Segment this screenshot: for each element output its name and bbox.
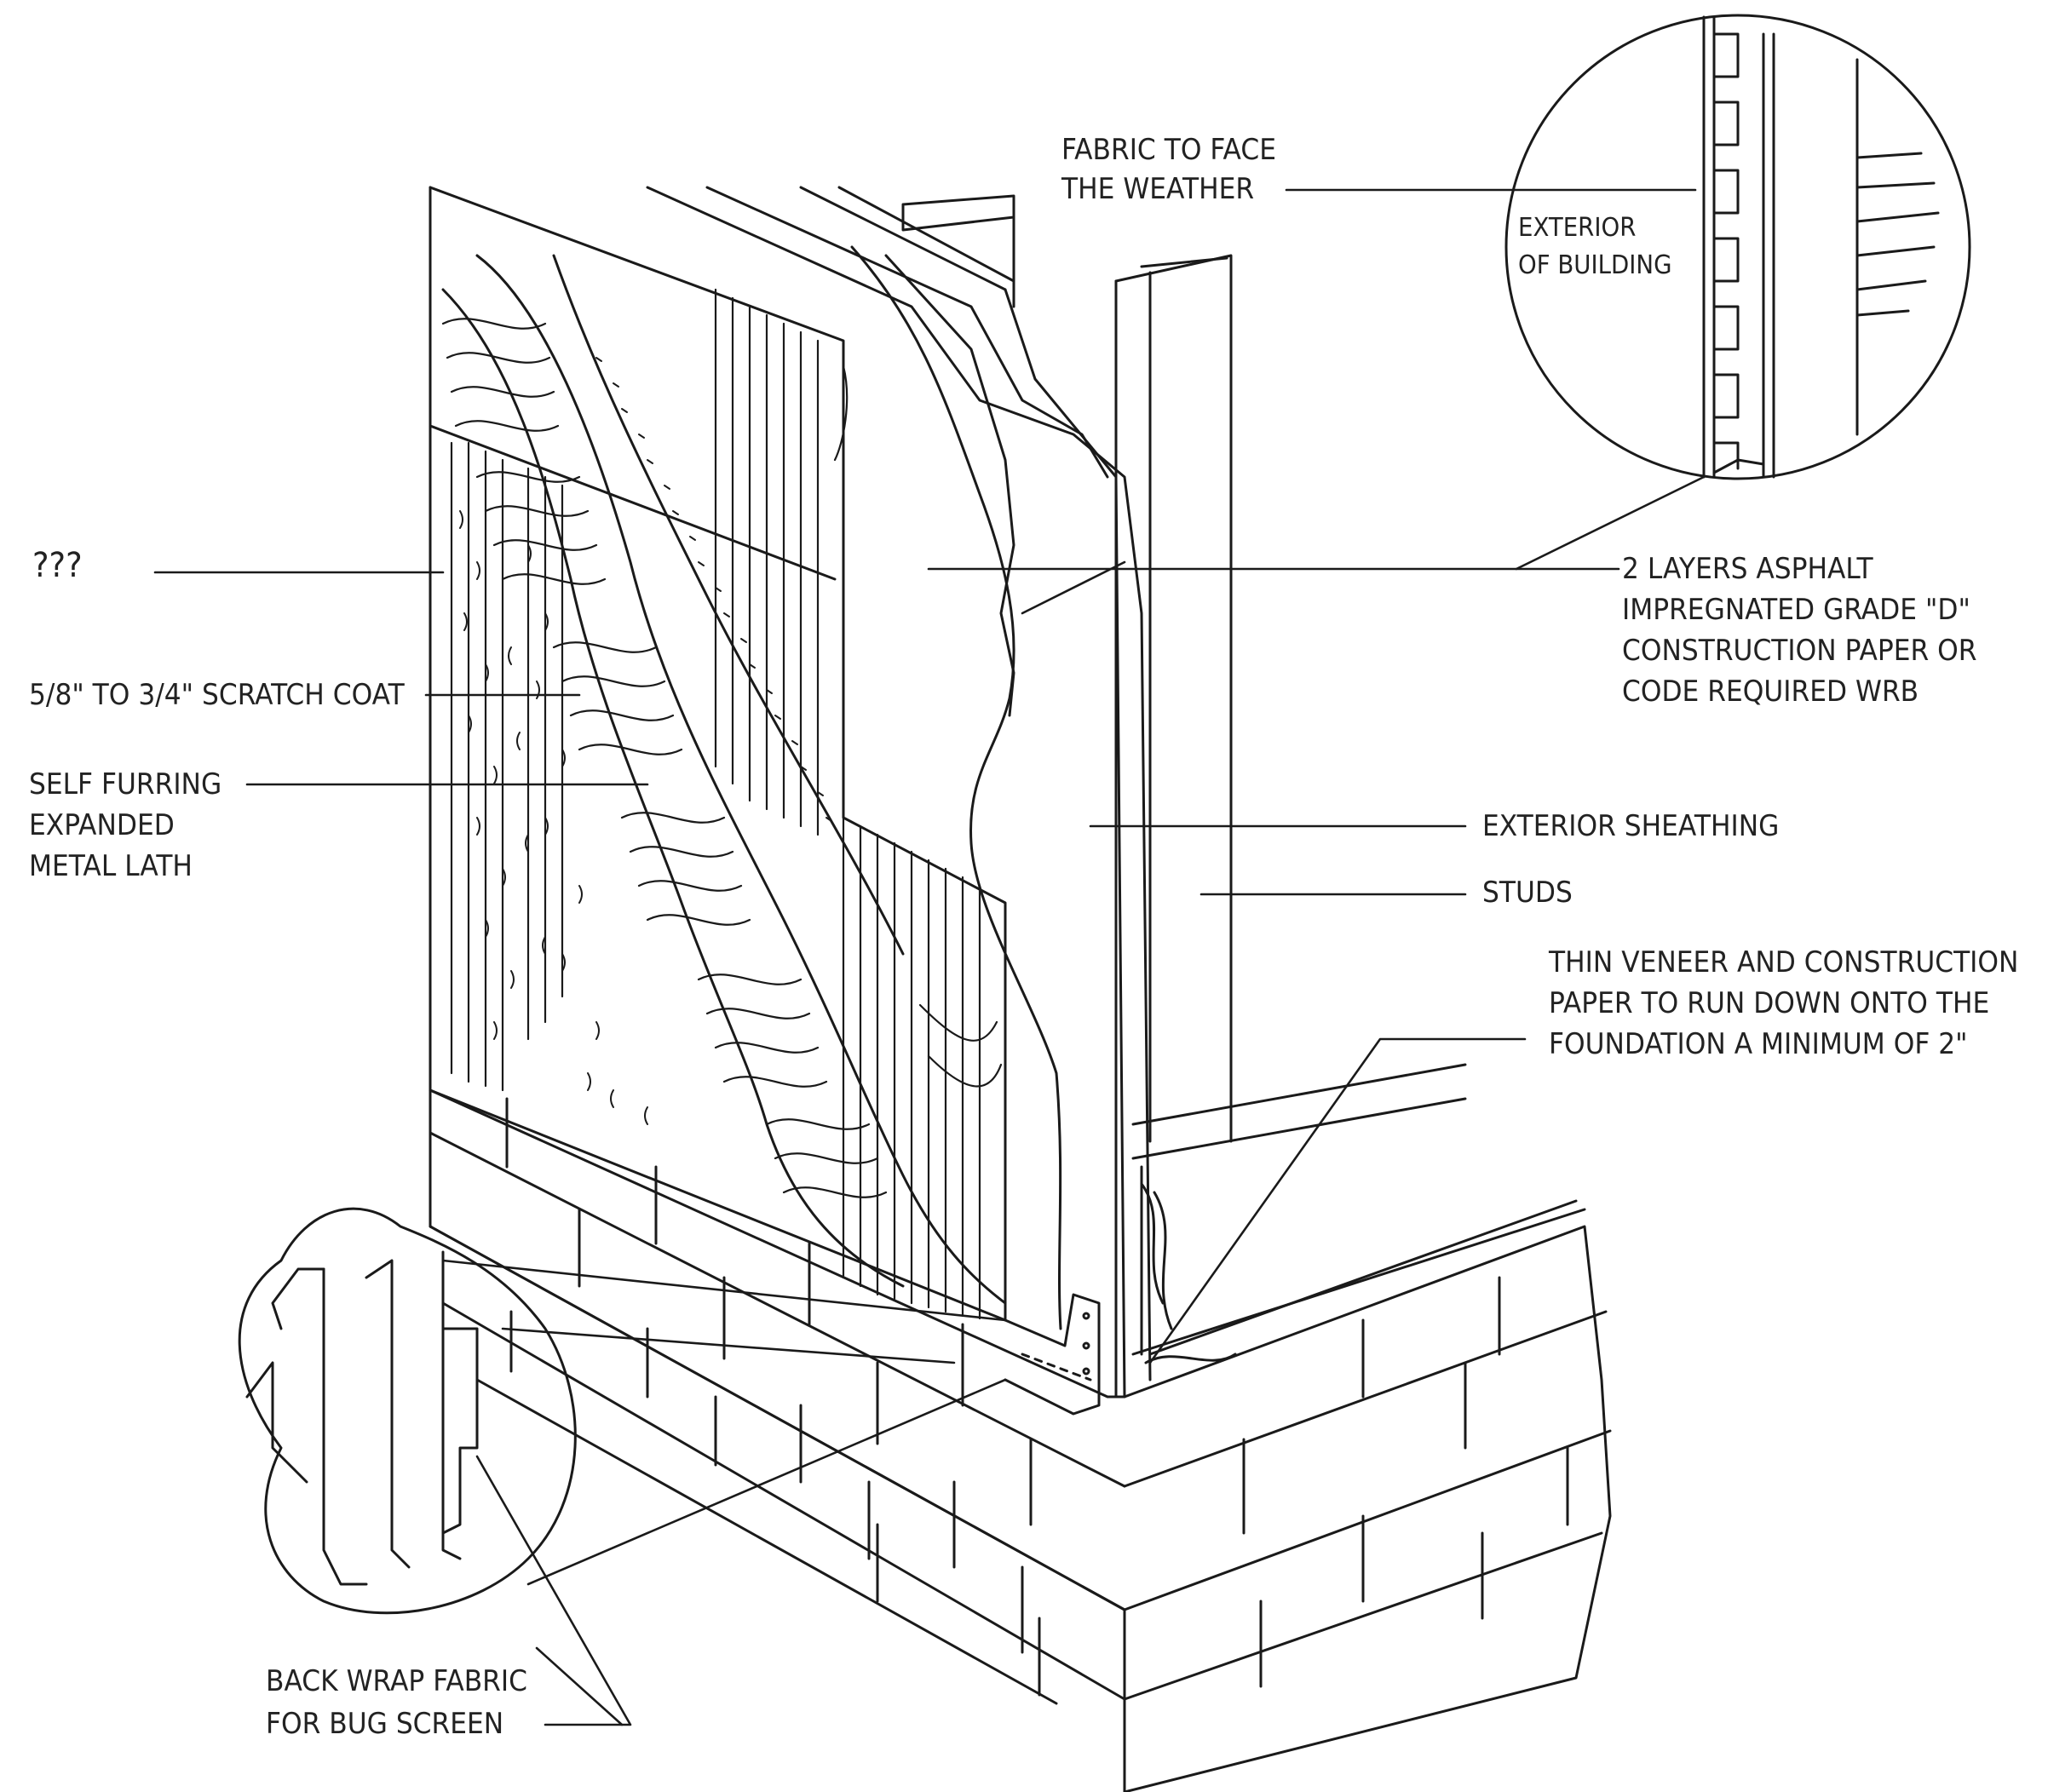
label-fabric-line2: THE WEATHER — [1061, 172, 1255, 206]
label-backwrap-line1: BACK WRAP FABRIC — [266, 1664, 527, 1698]
scratch-coat-stipple — [459, 357, 832, 1125]
label-scratch-coat: 5/8" TO 3/4" SCRATCH COAT — [29, 678, 405, 712]
label-backwrap-line2: FOR BUG SCREEN — [266, 1707, 504, 1741]
label-exterior-line1: EXTERIOR — [1518, 213, 1637, 243]
label-exterior-sheathing: EXTERIOR SHEATHING — [1482, 809, 1780, 843]
label-fabric-line1: FABRIC TO FACE — [1061, 133, 1276, 167]
label-lath-line3: METAL LATH — [29, 849, 193, 883]
block-foundation — [429, 1088, 1612, 1792]
label-lath-line2: EXPANDED — [29, 808, 175, 842]
label-lath-line1: SELF FURRING — [29, 767, 222, 801]
veneer-face — [429, 186, 1007, 1322]
label-veneer-line2: PAPER TO RUN DOWN ONTO THE — [1549, 986, 1990, 1020]
label-asphalt-line3: CONSTRUCTION PAPER OR — [1622, 634, 1977, 668]
sheathing-layers — [646, 186, 1152, 1399]
weep-screed — [1004, 1293, 1101, 1416]
lath-texture — [441, 318, 888, 1198]
veneer-hatch — [714, 288, 1003, 1320]
label-asphalt-line2: IMPREGNATED GRADE "D" — [1622, 593, 1970, 627]
label-veneer-line1: THIN VENEER AND CONSTRUCTION — [1549, 945, 2019, 979]
label-unknown: ??? — [32, 546, 83, 585]
detail-circle-bottom — [238, 1207, 577, 1615]
detail-circle-top — [1504, 14, 1971, 480]
label-asphalt-line4: CODE REQUIRED WRB — [1622, 675, 1919, 709]
label-veneer-line3: FOUNDATION A MINIMUM OF 2" — [1549, 1027, 1968, 1061]
label-studs: STUDS — [1482, 876, 1573, 910]
leader-lines — [153, 188, 1706, 1726]
label-asphalt-line1: 2 LAYERS ASPHALT — [1622, 552, 1873, 586]
label-exterior-line2: OF BUILDING — [1518, 250, 1672, 280]
